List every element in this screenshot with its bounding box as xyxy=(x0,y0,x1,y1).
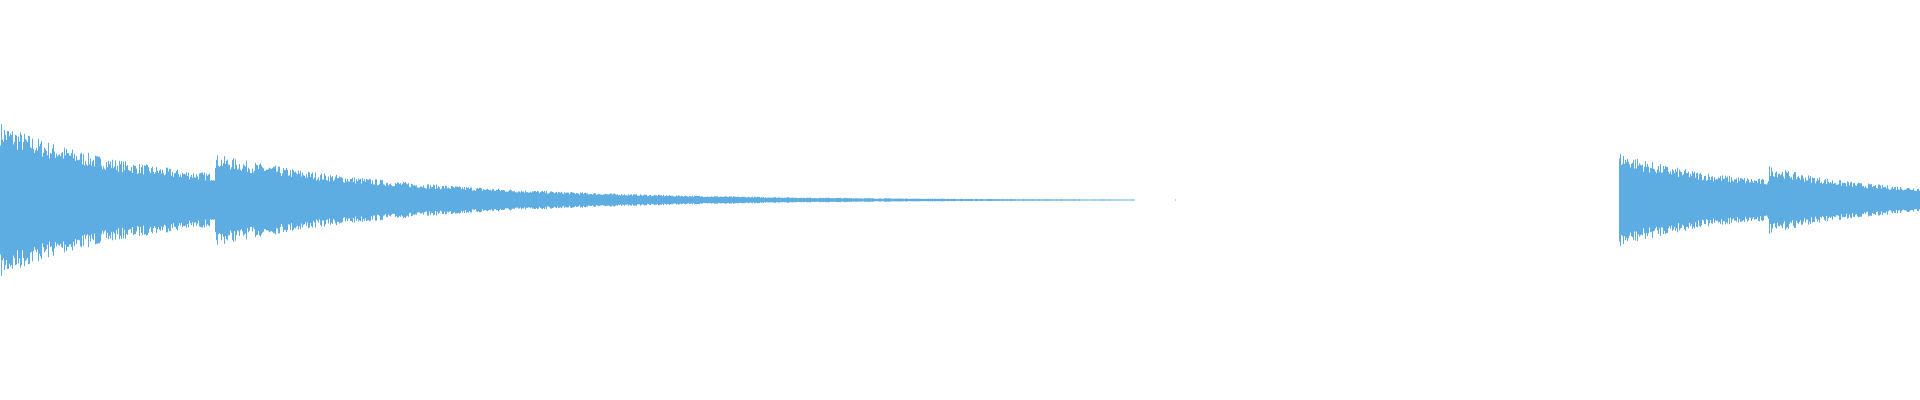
waveform-bursts xyxy=(0,124,1920,276)
waveform-series xyxy=(0,124,1920,276)
waveform-blip xyxy=(1175,199,1176,201)
